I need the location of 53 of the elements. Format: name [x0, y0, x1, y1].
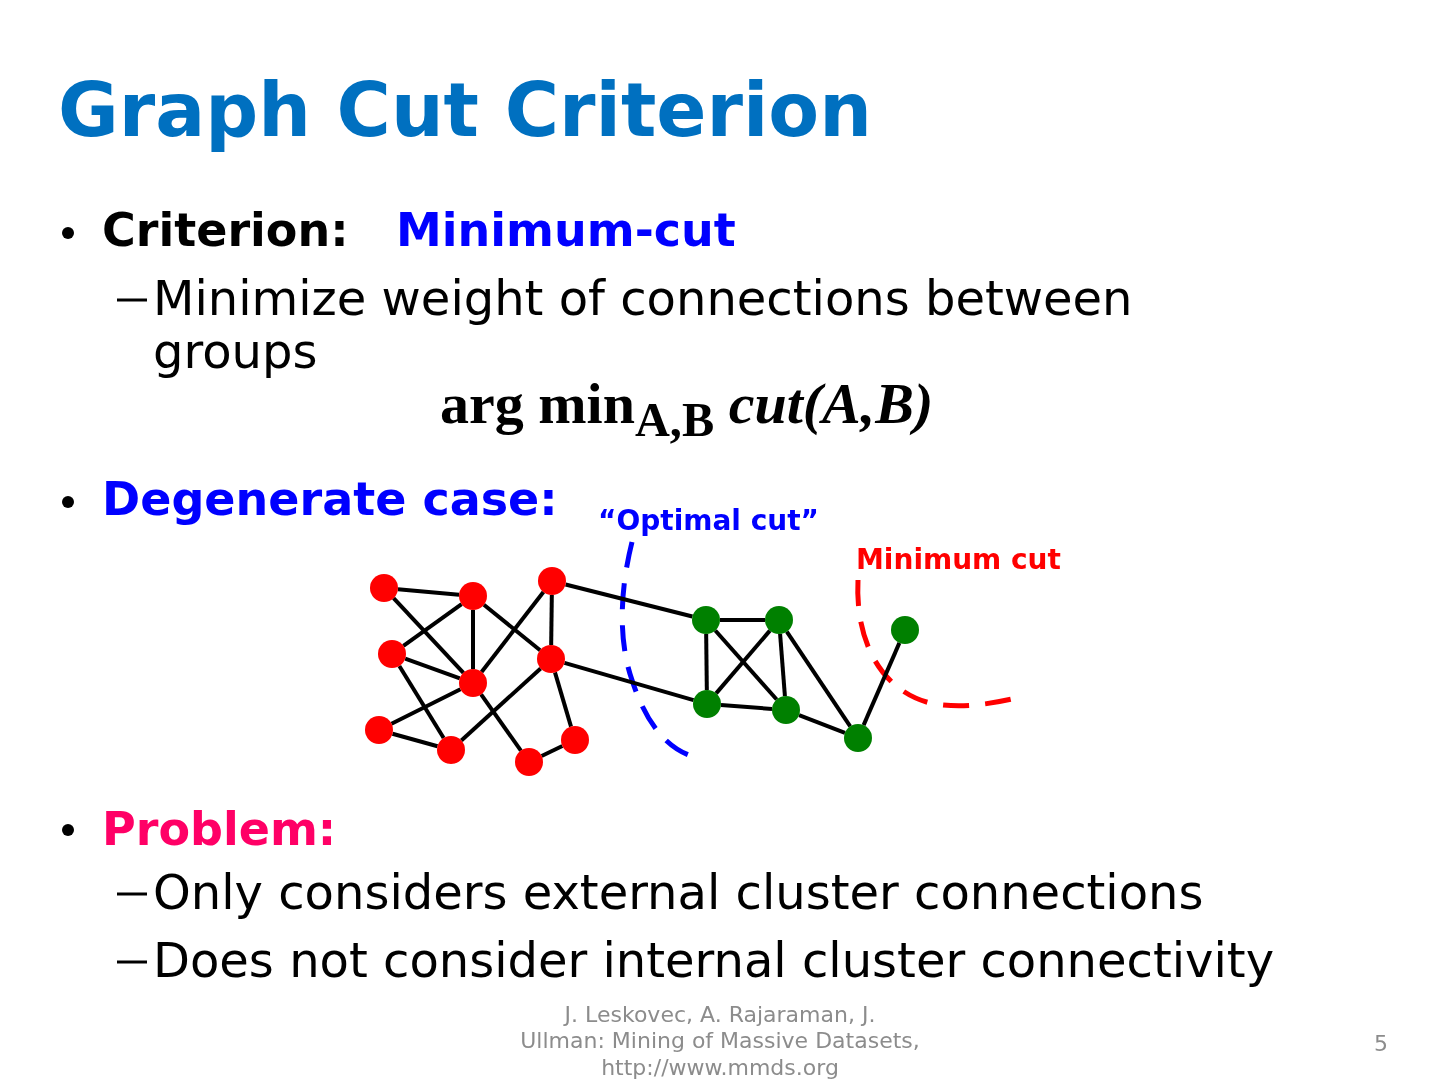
- graph-edge: [798, 713, 846, 735]
- graph-edge: [479, 693, 523, 752]
- graph-edge: [397, 664, 446, 740]
- graph-edge: [713, 629, 779, 701]
- graph-edge: [565, 582, 693, 619]
- graph-edge: [480, 590, 545, 674]
- graph-node: [538, 567, 566, 595]
- graph-node: [370, 574, 398, 602]
- graph-edge: [482, 603, 542, 652]
- graph-node: [378, 640, 406, 668]
- graph-edge: [392, 596, 465, 675]
- graph-edge: [778, 633, 787, 697]
- bullet-heading: Problem:: [102, 804, 337, 855]
- bullet-text: Does not consider internal cluster connectivity: [153, 934, 1275, 987]
- graph-edge: [563, 660, 695, 703]
- graph-edge: [404, 656, 461, 681]
- graph-edge: [540, 744, 564, 758]
- bullet-text: Only considers external cluster connections: [153, 866, 1204, 919]
- graph-edge: [549, 594, 554, 646]
- graph-edge: [714, 629, 772, 695]
- graph-node: [459, 582, 487, 610]
- bullet-heading: Criterion:: [102, 205, 349, 256]
- graph-node: [891, 616, 919, 644]
- graph-edge: [720, 703, 773, 711]
- graph-node: [693, 690, 721, 718]
- highlight-text: Minimum-cut: [396, 205, 736, 256]
- bullet-heading: Degenerate case:: [102, 474, 558, 525]
- graph-node: [561, 726, 589, 754]
- graph-edge: [402, 602, 463, 648]
- footer-citation: J. Leskovec, A. Rajaraman, J. Ullman: Mining of Massive Datasets, http://www.mmds.org: [520, 1002, 920, 1080]
- graph-edge: [391, 731, 439, 749]
- graph-node: [365, 716, 393, 744]
- graph-node: [772, 696, 800, 724]
- graph-edge: [471, 610, 475, 669]
- graph-edge: [704, 633, 709, 691]
- cut-label: Minimum cut: [856, 545, 1061, 576]
- graph-node: [765, 606, 793, 634]
- graph-edge: [785, 630, 852, 728]
- graph-edge: [553, 671, 573, 728]
- graph-edge: [390, 687, 462, 726]
- graph-node: [515, 748, 543, 776]
- cut-label: “Optimal cut”: [598, 506, 819, 537]
- graph-node: [437, 736, 465, 764]
- graph-edge: [861, 642, 902, 726]
- slide-title: Graph Cut Criterion: [58, 70, 872, 152]
- graph-edge: [460, 666, 542, 743]
- graph-node: [459, 669, 487, 697]
- graph-node: [692, 606, 720, 634]
- graph-node: [537, 645, 565, 673]
- page-number: 5: [1374, 1032, 1388, 1057]
- graph-node: [844, 724, 872, 752]
- graph-edge: [720, 618, 765, 622]
- graph-edge: [397, 587, 460, 597]
